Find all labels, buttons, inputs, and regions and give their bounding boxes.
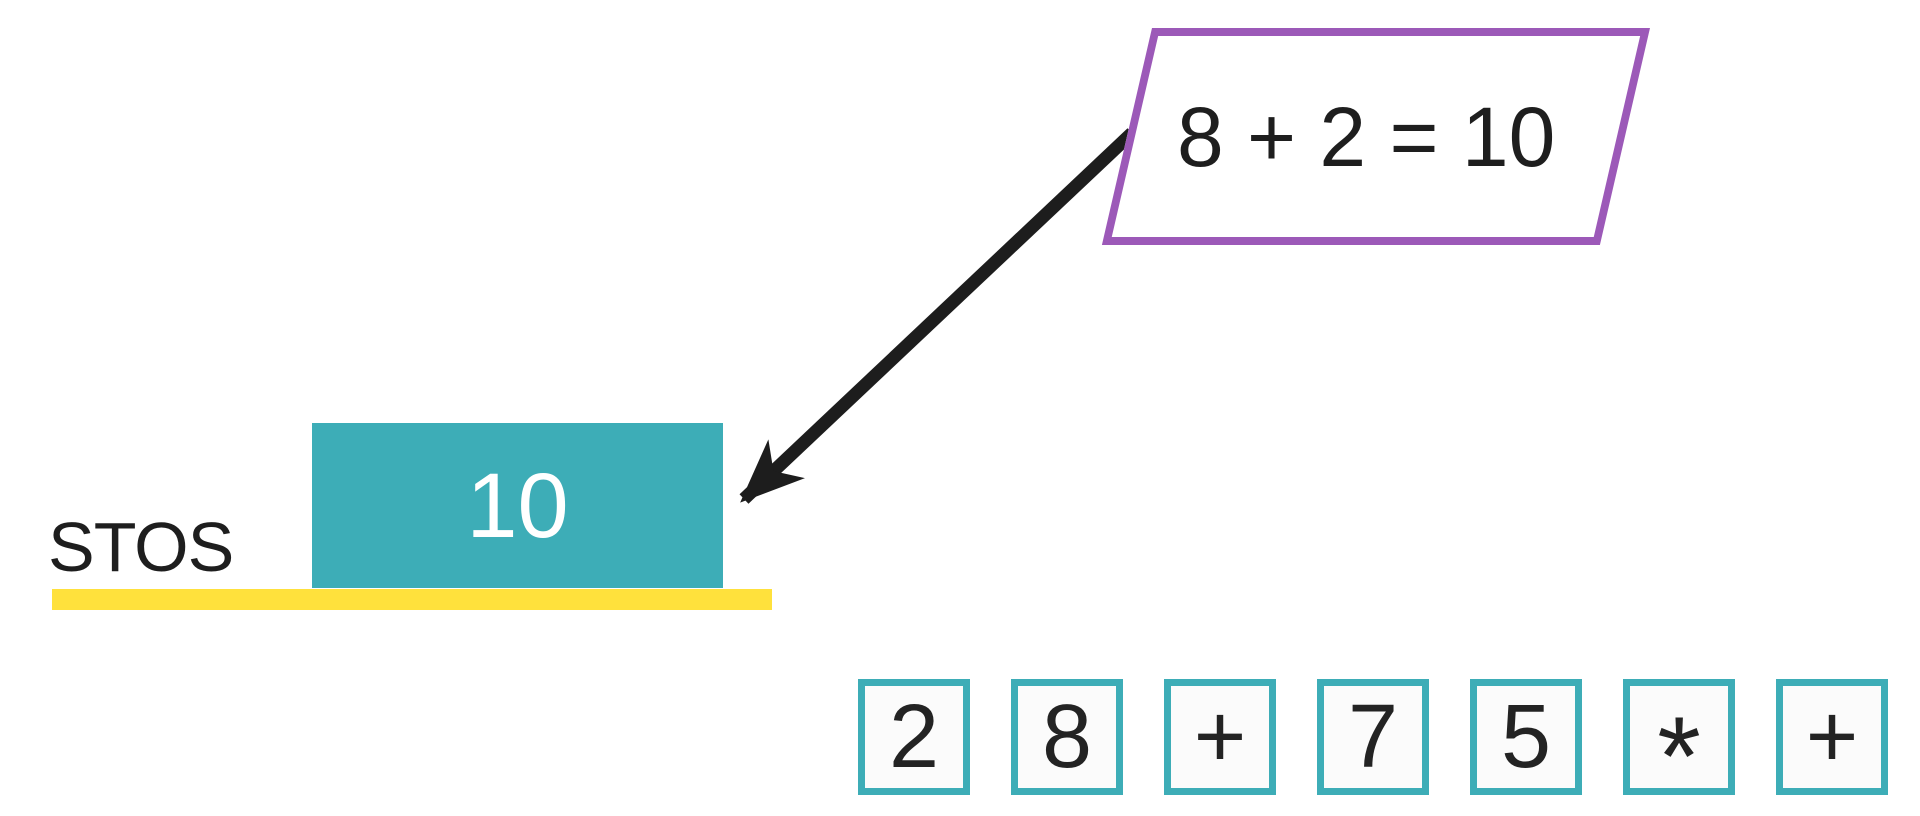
- stack-top-item-value: 10: [466, 454, 569, 557]
- rpn-token-box: 5: [1470, 679, 1582, 795]
- operation-callout: 8 + 2 = 10: [1101, 28, 1650, 245]
- stack-label: STOS: [48, 508, 234, 586]
- rpn-token-box: 8: [1011, 679, 1123, 795]
- rpn-token: 2: [888, 687, 940, 787]
- rpn-token: *: [1657, 694, 1701, 816]
- operation-callout-text: 8 + 2 = 10: [1176, 89, 1556, 184]
- rpn-token-box: 2: [858, 679, 970, 795]
- rpn-token-box: 7: [1317, 679, 1429, 795]
- rpn-token: +: [1805, 687, 1859, 787]
- stack-top-item: 10: [312, 423, 723, 588]
- rpn-token: 7: [1347, 687, 1399, 787]
- rpn-token: +: [1193, 687, 1247, 787]
- rpn-token-box: +: [1164, 679, 1276, 795]
- rpn-token-box: +: [1776, 679, 1888, 795]
- rpn-token: 5: [1500, 687, 1552, 787]
- rpn-token: 8: [1041, 687, 1093, 787]
- rpn-token-row: 2 8 + 7 5 * +: [858, 679, 1888, 813]
- stack-base-line: [52, 589, 772, 610]
- rpn-token-box: *: [1623, 679, 1735, 813]
